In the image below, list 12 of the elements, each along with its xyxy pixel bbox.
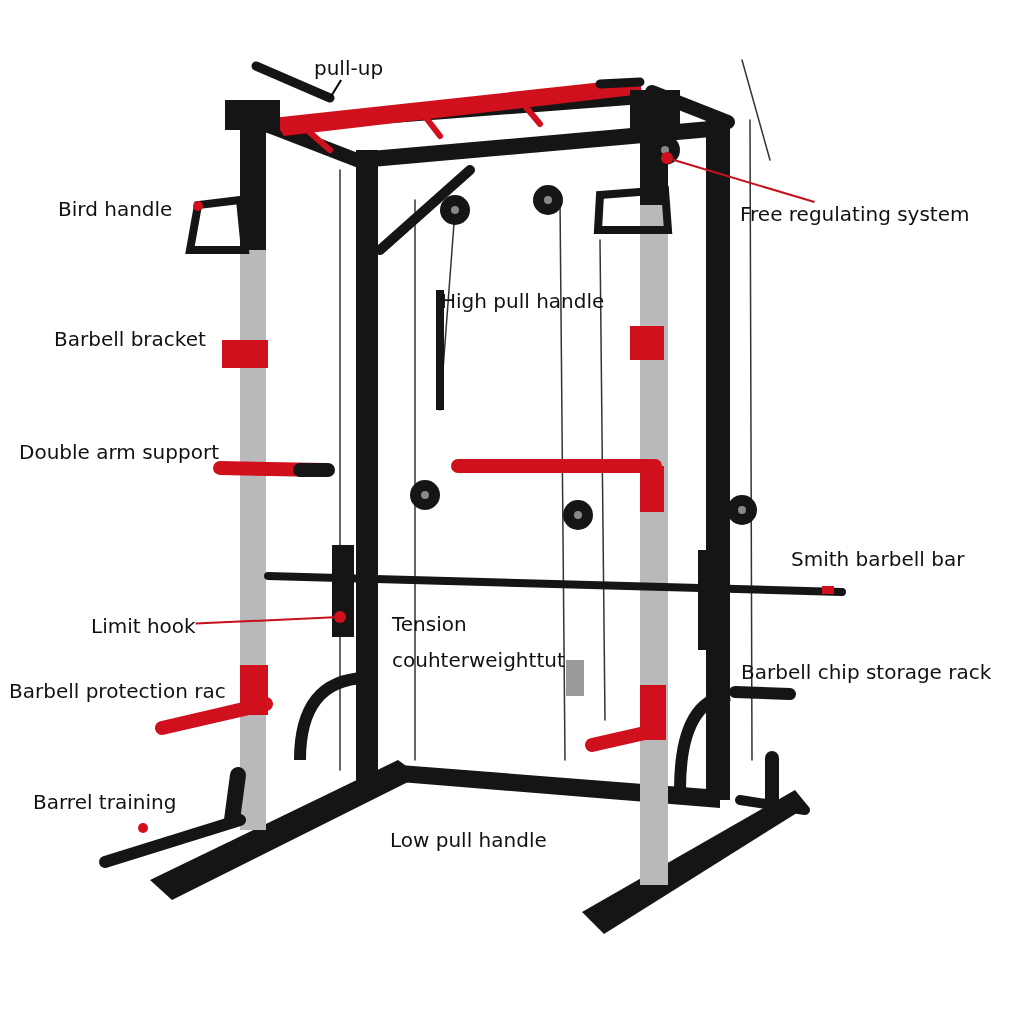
part-label: pull-up: [314, 56, 384, 80]
part-label: Smith barbell bar: [791, 547, 965, 571]
part-label: Limit hook: [91, 614, 196, 638]
part-label: Double arm support: [19, 440, 219, 464]
leader-line: [194, 616, 335, 625]
part-label: Barbell protection rac: [9, 679, 226, 703]
part-label: Barrel training: [33, 790, 177, 814]
part-label: Low pull handle: [390, 828, 547, 852]
part-label: Barbell bracket: [54, 327, 206, 351]
leader-line: [672, 158, 816, 203]
leader-line: [329, 79, 343, 99]
part-label: Bird handle: [58, 197, 173, 221]
